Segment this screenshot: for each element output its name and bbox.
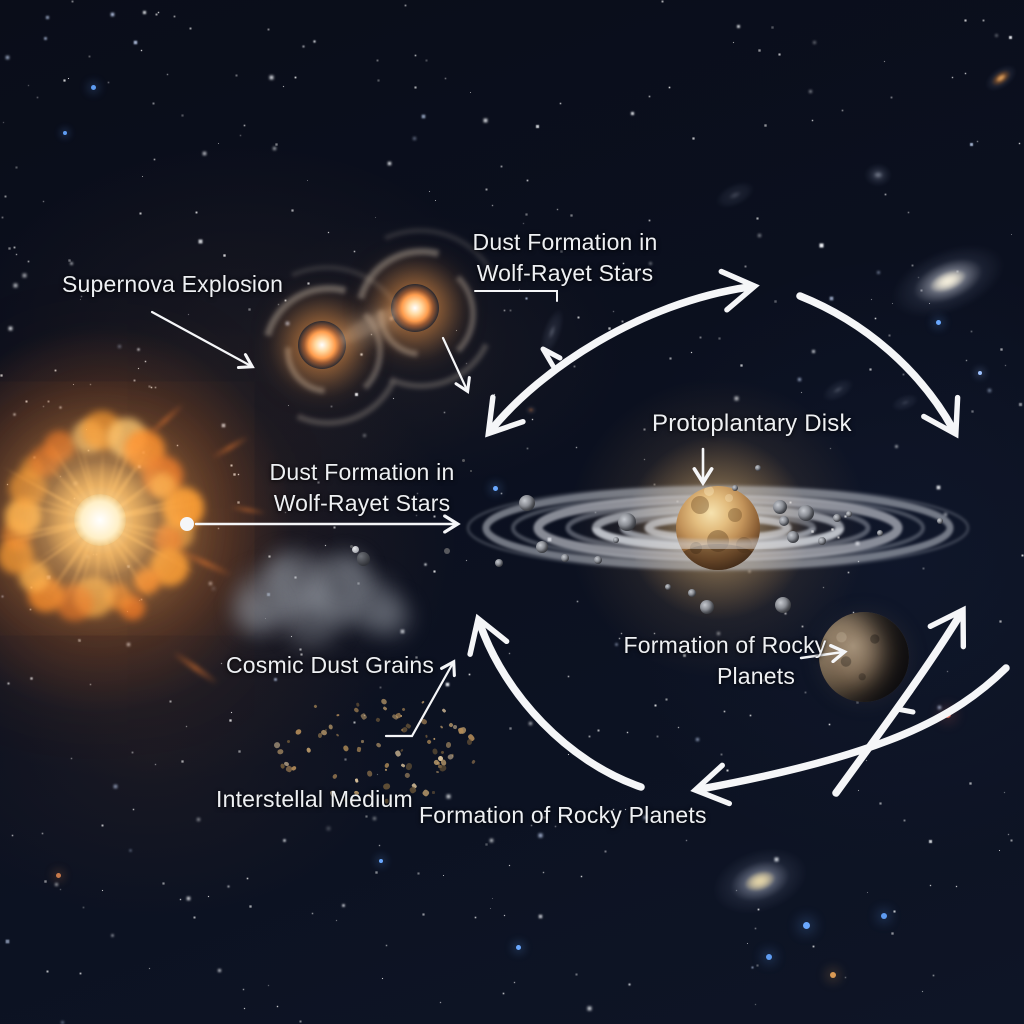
accent-star: [63, 131, 67, 135]
disk-moon: [536, 541, 548, 553]
dust-cloud-puff: [234, 591, 278, 635]
wolf-rayet-star-core: [298, 321, 346, 369]
dust-cloud-puff: [265, 552, 301, 588]
dust-cloud-puff: [304, 555, 372, 623]
disk-moon: [495, 559, 503, 567]
dust-grain: [350, 545, 353, 548]
disk-moon: [798, 505, 814, 521]
dust-grain: [444, 548, 450, 554]
disk-moon: [773, 500, 787, 514]
accent-star: [766, 954, 772, 960]
disk-moon: [787, 531, 799, 543]
accent-star: [492, 485, 498, 491]
label-dust-formation-top-line1: Dust Formation in: [472, 229, 658, 255]
disk-moon: [688, 589, 696, 597]
label-dust-formation-mid-line1: Dust Formation in: [269, 459, 455, 485]
dust-cloud-puff: [342, 576, 398, 632]
label-protoplanetary-disk: Protoplantary Disk: [652, 410, 852, 437]
small-asteroid: [357, 552, 370, 566]
label-supernova-explosion: Supernova Explosion: [62, 271, 284, 297]
cycle-arc-bottom-right-chevron: [894, 688, 916, 715]
cycle-arc-right: [796, 292, 961, 439]
dust-cloud-puff: [268, 552, 332, 616]
accent-star: [881, 913, 887, 919]
accent-star: [55, 872, 61, 878]
label-rocky-planets-right-line1: Formation of Rocky: [623, 632, 827, 658]
galaxy-core: [873, 171, 883, 179]
disk-moon: [775, 597, 791, 613]
label-dust-formation-top-line2: Wolf-Rayet Stars: [476, 260, 654, 286]
dust-grain: [462, 459, 465, 462]
disk-moon: [594, 556, 602, 564]
cycle-arc-bottom-left: [467, 613, 645, 791]
accent-star: [978, 371, 982, 375]
disk-moon: [877, 530, 883, 536]
supernova-pointer-arrow: [150, 310, 251, 366]
supernova-ring-clump: [43, 430, 75, 462]
disk-moons: [495, 465, 943, 614]
label-interstellar-medium: Interstellal Medium: [216, 786, 413, 812]
disk-moon: [818, 537, 826, 545]
accent-star: [802, 921, 810, 929]
dust-cloud-puff: [371, 597, 411, 637]
wolf-rayet-star-core: [391, 284, 439, 332]
disk-moon: [732, 485, 738, 491]
disk-moon: [700, 600, 714, 614]
disk-moon: [937, 518, 943, 524]
label-cosmic-dust-grains: Cosmic Dust Grains: [226, 652, 435, 678]
disk-moon: [833, 514, 841, 522]
cycle-arc-top-chevron: [540, 346, 563, 369]
rocky-planets-pointer-arrow: [799, 652, 843, 658]
dwarf-galaxy: [864, 163, 892, 187]
label-rocky-planets-bottom: Formation of Rocky Planets: [419, 802, 707, 828]
accent-star: [935, 319, 941, 325]
accent-star: [830, 972, 836, 978]
label-dust-formation-mid: Dust Formation in Wolf-Rayet Stars: [247, 457, 477, 519]
disk-moon: [618, 513, 636, 531]
label-rocky-planets-right-line2: Planets: [716, 663, 796, 689]
dust-cloud-puff: [280, 582, 344, 646]
wolf-rayet-pointer-arrow: [441, 336, 467, 390]
cycle-arc-top-left: [485, 268, 760, 438]
disk-moon: [755, 465, 761, 471]
accent-star: [90, 84, 96, 90]
label-dust-formation-mid-line2: Wolf-Rayet Stars: [273, 490, 451, 516]
disk-moon: [519, 495, 535, 511]
supernova-core: [74, 494, 126, 546]
disk-moon: [613, 537, 619, 543]
supernova-to-disk-arrow-dot: [180, 517, 194, 531]
dust-cloud-puff: [235, 570, 295, 630]
disk-moon: [561, 554, 569, 562]
dust-grain: [470, 470, 472, 472]
disk-moon: [665, 584, 671, 590]
small-asteroid: [352, 546, 359, 553]
wolf-rayet-top-label-underline: [474, 290, 558, 302]
supernova-ring-clump: [134, 568, 161, 595]
disk-moon: [779, 516, 789, 526]
cycle-arc-bottom: [690, 664, 1010, 807]
disk-front-rings: [592, 527, 844, 551]
accent-star: [515, 944, 521, 950]
disk-moon: [846, 511, 852, 517]
label-dust-formation-top: Dust Formation in Wolf-Rayet Stars: [450, 227, 680, 289]
dust-grains-pointer-arrow: [384, 663, 453, 738]
accent-star: [378, 858, 384, 864]
label-rocky-planets-right: Formation of Rocky Planets: [615, 630, 835, 692]
